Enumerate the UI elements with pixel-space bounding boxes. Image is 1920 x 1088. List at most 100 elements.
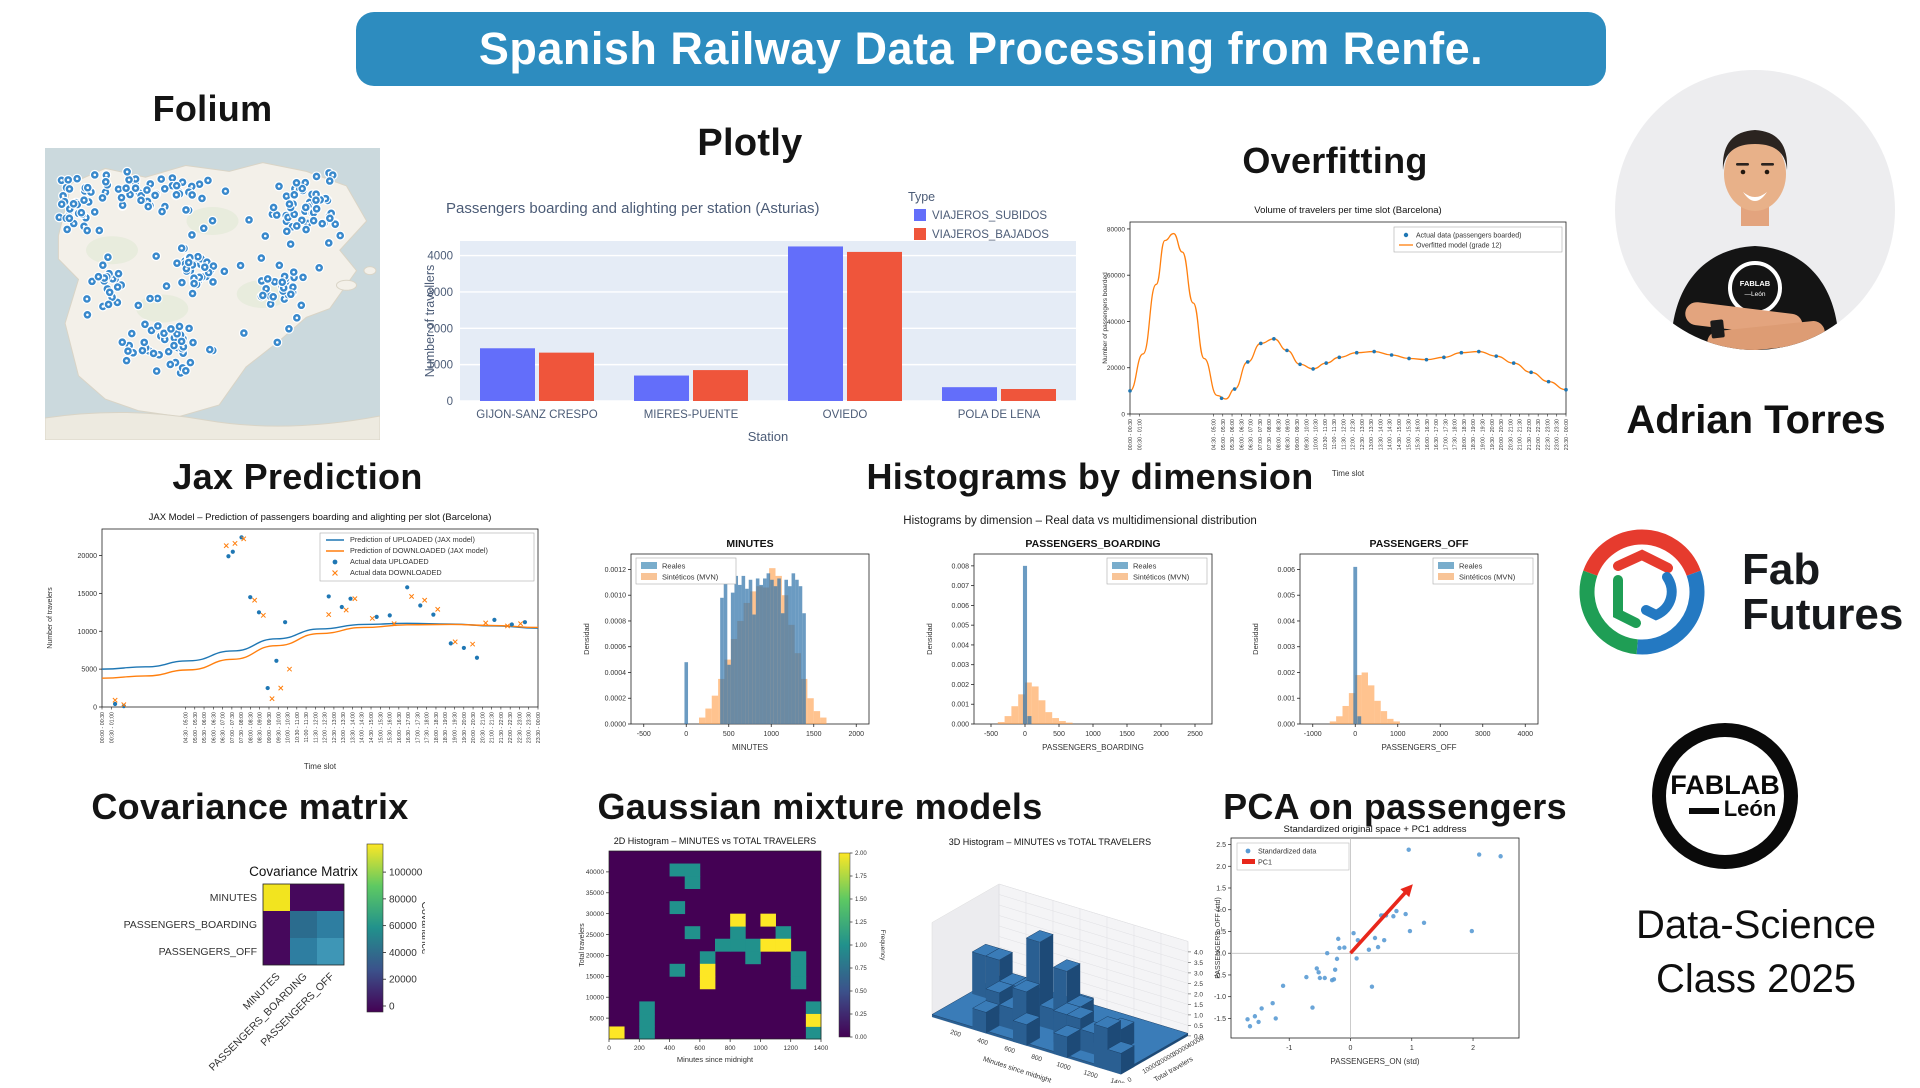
author-photo: FABLAB—León (1615, 70, 1895, 350)
svg-text:1400: 1400 (814, 1045, 829, 1052)
map-marker (112, 282, 123, 293)
svg-text:0.00: 0.00 (855, 1035, 867, 1041)
svg-text:0: 0 (1121, 412, 1125, 419)
gmm-2d-histogram: 2D Histogram – MINUTES vs TOTAL TRAVELER… (575, 835, 895, 1077)
map-marker (289, 189, 300, 200)
svg-text:1.0: 1.0 (1194, 1012, 1203, 1019)
svg-text:Overfitted model (grade 12): Overfitted model (grade 12) (1416, 243, 1502, 250)
svg-text:-1.5: -1.5 (1214, 1016, 1226, 1023)
svg-text:OVIEDO: OVIEDO (823, 409, 868, 421)
svg-text:Sintéticos (MVN): Sintéticos (MVN) (1133, 573, 1190, 582)
svg-text:0.001: 0.001 (951, 702, 969, 709)
svg-text:1.00: 1.00 (855, 943, 867, 949)
svg-text:1.50: 1.50 (855, 897, 867, 903)
svg-text:Frequency: Frequency (879, 930, 886, 961)
svg-text:08:30 - 09:00: 08:30 - 09:00 (1286, 419, 1292, 450)
svg-text:FABLAB: FABLAB (1670, 770, 1780, 800)
svg-text:VIAJEROS_BAJADOS: VIAJEROS_BAJADOS (932, 229, 1049, 241)
svg-text:19:00 - 19:30: 19:00 - 19:30 (453, 712, 459, 743)
svg-text:0.0010: 0.0010 (605, 593, 627, 600)
fab-futures-wordmark: Fab Futures (1742, 547, 1903, 638)
svg-text:12:30 - 13:00: 12:30 - 13:00 (1360, 419, 1366, 450)
map-marker (171, 189, 182, 200)
svg-text:19:30 - 20:00: 19:30 - 20:00 (1490, 419, 1496, 450)
svg-text:2.0: 2.0 (1216, 864, 1226, 871)
map-marker (103, 299, 114, 310)
map-marker (159, 183, 170, 194)
svg-text:18:30 - 19:00: 18:30 - 19:00 (443, 712, 449, 743)
svg-text:15000: 15000 (586, 974, 604, 981)
svg-text:0.005: 0.005 (1277, 593, 1295, 600)
map-marker (56, 199, 67, 210)
map-marker (187, 288, 198, 299)
svg-text:13:00 - 13:30: 13:00 - 13:30 (341, 712, 347, 743)
svg-text:12:30 - 13:00: 12:30 - 13:00 (332, 712, 338, 743)
svg-text:09:00 - 09:30: 09:00 - 09:30 (267, 712, 273, 743)
map-marker (268, 291, 279, 302)
map-marker (126, 328, 137, 339)
fabfutures-logo-svg (1579, 529, 1705, 655)
svg-text:11:30 - 12:00: 11:30 - 12:00 (313, 712, 319, 743)
svg-text:17:00 - 17:30: 17:00 - 17:30 (1443, 419, 1449, 450)
svg-text:2000: 2000 (427, 323, 453, 335)
cov-cell-0-1 (290, 884, 317, 911)
svg-text:07:30 - 08:00: 07:30 - 08:00 (1267, 419, 1273, 450)
map-marker (207, 276, 218, 287)
map-marker (281, 226, 292, 237)
svg-text:0.0000: 0.0000 (605, 722, 627, 729)
svg-text:León: León (1724, 796, 1777, 821)
c-hist0-svg: MINUTES0.00000.00020.00040.00060.00080.0… (582, 538, 870, 752)
map-marker (268, 202, 279, 213)
svg-text:5000: 5000 (590, 1015, 605, 1022)
map-marker (323, 237, 334, 248)
svg-text:1000: 1000 (427, 360, 453, 372)
svg-text:2000: 2000 (848, 731, 864, 738)
svg-text:2: 2 (1471, 1045, 1475, 1052)
map-marker (183, 257, 194, 268)
svg-text:Actual data UPLOADED: Actual data UPLOADED (350, 557, 429, 566)
map-marker (202, 175, 213, 186)
svg-text:20:30 - 21:00: 20:30 - 21:00 (480, 712, 486, 743)
map-marker (116, 192, 127, 203)
map-marker (311, 171, 322, 182)
svg-text:Covariance: Covariance (419, 901, 425, 954)
map-marker (324, 176, 335, 187)
svg-text:0.000: 0.000 (951, 722, 969, 729)
map-marker (125, 189, 136, 200)
map-marker (235, 260, 246, 271)
histograms-suptitle: Histograms by dimension – Real data vs m… (903, 515, 1257, 527)
map-marker (156, 174, 167, 185)
map-marker (199, 262, 210, 273)
svg-text:-1.0: -1.0 (1214, 994, 1226, 1001)
svg-text:PASSENGERS_BOARDING: PASSENGERS_BOARDING (124, 919, 257, 931)
svg-text:04:30 - 05:00: 04:30 - 05:00 (1211, 419, 1217, 450)
svg-text:0.002: 0.002 (951, 682, 969, 689)
map-marker (76, 207, 87, 218)
svg-text:0.006: 0.006 (1277, 567, 1295, 574)
svg-text:4000: 4000 (427, 251, 453, 263)
map-marker (151, 251, 162, 262)
svg-text:1000: 1000 (1056, 1061, 1072, 1072)
svg-text:0.004: 0.004 (1277, 618, 1295, 625)
heading-covariance: Covariance matrix (91, 786, 409, 827)
svg-text:3D Histogram – MINUTES vs TOTA: 3D Histogram – MINUTES vs TOTAL TRAVELER… (949, 837, 1151, 847)
svg-text:10000: 10000 (586, 994, 604, 1001)
svg-text:0.003: 0.003 (951, 662, 969, 669)
map-marker (161, 281, 172, 292)
map-marker (171, 258, 182, 269)
map-marker (143, 201, 154, 212)
map-marker (176, 336, 187, 347)
map-marker (68, 198, 79, 209)
bar-viajeros_bajados-0 (539, 352, 594, 401)
map-marker (188, 337, 199, 348)
svg-text:19:00 - 19:30: 19:00 - 19:30 (1481, 419, 1487, 450)
svg-text:0.75: 0.75 (855, 966, 867, 972)
svg-text:Densidad: Densidad (1251, 623, 1260, 655)
svg-text:Prediction of UPLOADED (JAX mo: Prediction of UPLOADED (JAX model) (350, 535, 475, 544)
svg-text:-0.5: -0.5 (1214, 972, 1226, 979)
svg-text:60000: 60000 (389, 921, 417, 932)
svg-text:100000: 100000 (389, 868, 423, 879)
map-marker (169, 340, 180, 351)
title-banner: Spanish Railway Data Processing from Ren… (356, 12, 1606, 86)
